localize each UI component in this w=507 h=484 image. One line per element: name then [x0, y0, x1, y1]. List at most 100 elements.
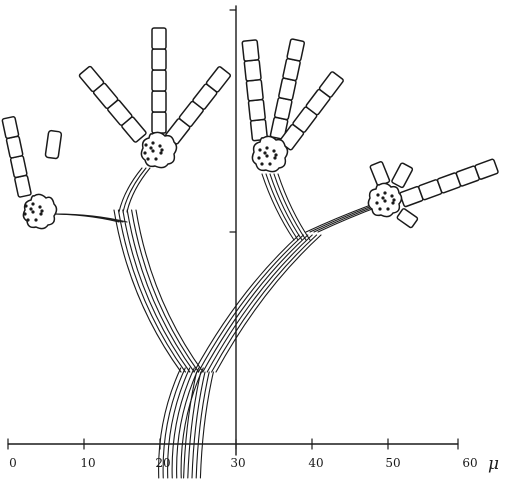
chain-vesicle-3-left-spore-3: [243, 59, 262, 82]
chain-vesicle-1-spore-2: [5, 135, 24, 159]
trunk-right-strand-0: [183, 371, 198, 479]
vesicle-3-dot-1: [265, 146, 269, 150]
vesicle-4-dot-6: [378, 207, 382, 211]
scale-unit-label: μ: [488, 454, 499, 474]
vesicle-2-dot-6: [146, 157, 150, 161]
vesicle-2-dot-0: [144, 143, 148, 147]
branch-left-arm-strand-2: [122, 209, 191, 373]
scale-bar: 0 10 20 30 40 50 60 μ: [7, 438, 499, 474]
twig-to-vesicle-4-strand-2: [313, 205, 377, 233]
vesicle-4-dot-4: [383, 199, 387, 203]
trunk-left-strand-4: [176, 367, 200, 479]
chain-vesicle-3-left-spore-2: [245, 78, 264, 102]
vesicle-3-dot-7: [268, 162, 272, 166]
vesicle-1-outline: [22, 193, 58, 230]
branch-right-arm-strand-2: [202, 234, 309, 373]
vesicle-1: [22, 193, 58, 230]
vesicle-4-dot-1: [383, 191, 387, 195]
vesicle-2-dot-3: [143, 151, 147, 155]
vesicle-3-dot-2: [272, 149, 276, 153]
scale-tick-label-40: 40: [308, 456, 323, 470]
vesicle-4-dot-5: [391, 201, 395, 205]
vesicle-1-dot-2: [38, 205, 42, 209]
vesicle-4: [367, 182, 403, 218]
vesicle-4-dot-0: [376, 193, 380, 197]
vesicle-4-dot-3: [375, 201, 379, 205]
twig-to-vesicle-1-strand-2: [55, 213, 128, 223]
twig-to-vesicle-3-strand-0: [261, 173, 295, 241]
chain-vesicle-3-center: [269, 38, 306, 140]
vesicle-1-dot-6: [26, 218, 30, 222]
trunk-left-strand-5: [180, 367, 204, 479]
chain-vesicle-3-center-spore-2: [278, 77, 297, 101]
chain-vesicle-2-center-spore-2: [151, 69, 167, 92]
chain-vesicle-4-lower: [396, 208, 419, 229]
branch-right-arm-strand-4: [211, 234, 318, 373]
vesicle-1-dot-1: [31, 202, 35, 206]
vesicle-1-dot-5: [39, 212, 43, 216]
scale-tick-label-30: 30: [230, 456, 245, 470]
chain-vesicle-3-left-spore-4: [241, 39, 260, 62]
twig-to-vesicle-3-strand-2: [269, 173, 303, 241]
spore-chains: [1, 27, 499, 229]
twig-to-vesicle-4-strand-1: [309, 205, 373, 233]
hyphal-stalk: [47, 167, 381, 479]
vesicle-1-dot-7: [34, 218, 38, 222]
chain-vesicle-1-spore-1: [9, 155, 28, 179]
chain-vesicle-2-right-spore-3: [205, 66, 232, 93]
scale-tick-label-20: 20: [155, 456, 170, 470]
vesicle-4-dot-8: [392, 198, 396, 202]
vesicle-3-dot-9: [263, 151, 267, 155]
branch-right-arm-strand-5: [215, 234, 322, 373]
twig-to-vesicle-3-strand-3: [273, 173, 307, 241]
vesicle-3-dot-4: [265, 154, 269, 158]
vesicle-3-dot-0: [258, 148, 262, 152]
chain-vesicle-3-center-spore-3: [282, 57, 301, 82]
chain-vesicle-1: [1, 116, 32, 198]
chain-vesicle-3-left: [241, 39, 269, 142]
trunk-left-strand-2: [167, 367, 191, 479]
vesicle-4-dot-9: [381, 196, 385, 200]
vesicle-3-outline: [251, 135, 289, 173]
chain-vesicle-4-right: [391, 162, 414, 189]
vesicle-4-dot-2: [390, 194, 394, 198]
vesicle-2-dot-1: [151, 141, 155, 145]
branch-right-arm-strand-3: [206, 234, 313, 373]
chain-vesicle-3-right-spore-3: [318, 71, 344, 98]
twig-to-vesicle-2-strand-0: [118, 167, 143, 213]
scale-tick-label-50: 50: [385, 456, 400, 470]
trunk-left-strand-3: [171, 367, 195, 479]
trunk-left-strand-0: [158, 367, 182, 479]
chain-vesicle-3-right: [279, 71, 344, 151]
vesicle-1-dot-8: [40, 209, 44, 213]
scale-tick-label-60: 60: [462, 456, 477, 470]
trunk-right-strand-2: [191, 371, 206, 479]
vesicle-2-dot-9: [149, 146, 153, 150]
vesicle-2-dot-2: [158, 144, 162, 148]
twig-to-vesicle-3-strand-4: [277, 173, 311, 241]
chain-vesicle-1-spore-3: [1, 116, 20, 140]
vesicle-3-dot-3: [257, 156, 261, 160]
chain-vesicle-2-center-spore-3: [151, 48, 167, 71]
trunk-right-strand-4: [199, 371, 214, 479]
chain-vesicle-4-left-spore-0: [369, 161, 391, 187]
chain-vesicle-4-left: [369, 161, 391, 187]
chain-vesicle-2-left: [78, 65, 147, 143]
twig-to-vesicle-4-strand-0: [305, 205, 369, 233]
branch-right-arm-strand-1: [197, 234, 304, 373]
trunk-left-strand-1: [162, 367, 186, 479]
branch-left-arm-strand-5: [135, 209, 204, 373]
chain-vesicle-4-lower-spore-0: [396, 208, 419, 229]
vesicle-2-dot-4: [151, 149, 155, 153]
vesicle-3-dot-5: [273, 156, 277, 160]
vesicle-2-dot-7: [154, 157, 158, 161]
vesicle-1-dot-3: [23, 212, 27, 216]
trunk-right-strand-3: [195, 371, 210, 479]
vesicle-2-outline: [140, 131, 178, 169]
twig-to-vesicle-2-strand-2: [126, 167, 151, 213]
trunk-right-strand-1: [187, 371, 202, 479]
chain-vesicle-3-center-spore-1: [273, 97, 293, 121]
vesicle-1-dot-4: [31, 210, 35, 214]
scale-tick-label-10: 10: [80, 456, 95, 470]
